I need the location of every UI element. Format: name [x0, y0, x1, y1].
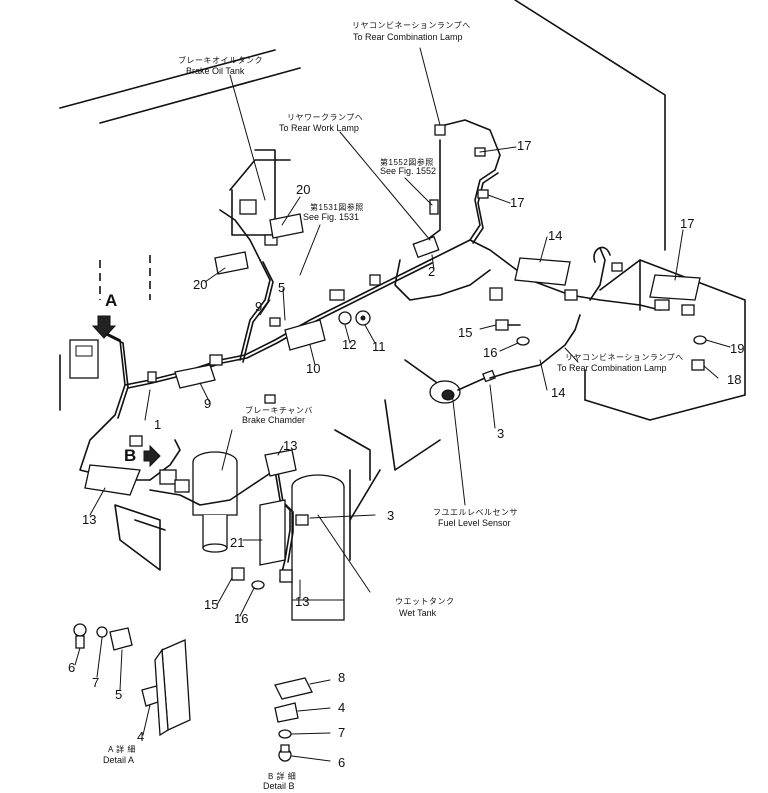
fuel-level-sensor-en: Fuel Level Sensor [438, 518, 511, 528]
callout-9: 9 [204, 396, 212, 411]
callout-12: 12 [342, 337, 357, 352]
callout-14: 14 [548, 228, 563, 243]
machine-body-outline [59, 0, 746, 571]
callout-5: 5 [278, 280, 286, 295]
detail-b-en: Detail B [263, 781, 295, 791]
wet-tank-jp: ウエットタンク [395, 597, 455, 606]
rear-combination-lamp-top-en: To Rear Combination Lamp [353, 32, 463, 42]
detail-a-en: Detail A [103, 755, 135, 765]
callout-2: 2 [428, 264, 436, 279]
callout-21: 21 [230, 535, 245, 550]
brake-oil-tank-jp: ブレーキオイルタンク [178, 56, 263, 65]
rear-combination-lamp-top-jp: リヤコンビネーションランプへ [352, 21, 471, 30]
callout-3: 3 [387, 508, 395, 523]
callout-16: 16 [483, 345, 498, 360]
callout-17: 17 [517, 138, 532, 153]
callout-15: 15 [458, 325, 473, 340]
callout-13: 13 [283, 438, 298, 453]
callout-17: 17 [510, 195, 525, 210]
callout-11: 11 [372, 339, 386, 354]
callout-8: 8 [338, 670, 346, 685]
view-arrows [91, 315, 161, 468]
rear-work-lamp-en: To Rear Work Lamp [279, 123, 359, 133]
brake-chamber-en: Brake Chamder [242, 415, 306, 425]
fuel-level-sensor-jp: フユエルレベルセンサ [433, 508, 518, 517]
brake-oil-tank-en: Brake Oil Tank [186, 66, 245, 76]
callout-9: 9 [255, 299, 263, 314]
callout-7: 7 [92, 675, 100, 690]
callout-16: 16 [234, 611, 249, 626]
rear-combination-lamp-right-jp: リヤコンビネーションランプへ [565, 353, 684, 362]
wet-tank-en: Wet Tank [399, 608, 437, 618]
callout-15: 15 [204, 597, 219, 612]
callout-19: 19 [730, 341, 745, 356]
callout-4: 4 [338, 700, 346, 715]
callout-6: 6 [68, 660, 76, 675]
leader-lines [74, 47, 731, 762]
rear-combination-lamp-right-en: To Rear Combination Lamp [557, 363, 667, 373]
hardware-bolts [73, 310, 707, 762]
callout-18: 18 [727, 372, 742, 387]
callout-13: 13 [295, 594, 310, 609]
brake-chamber-cylinder [192, 451, 238, 553]
callout-20: 20 [193, 277, 208, 292]
wiring-harness [79, 119, 661, 581]
callout-7: 7 [338, 725, 346, 740]
detail-a-jp: A 詳 細 [108, 745, 136, 754]
callout-4: 4 [137, 729, 145, 744]
see-fig-1552-jp: 第1552図参照 [380, 158, 434, 167]
see-fig-1552-en: See Fig. 1552 [380, 166, 437, 176]
view-b-label: B [124, 446, 137, 465]
see-fig-1531-en: See Fig. 1531 [303, 212, 360, 222]
see-fig-1531-jp: 第1531図参照 [310, 203, 364, 212]
callout-3: 3 [497, 426, 505, 441]
callout-13: 13 [82, 512, 97, 527]
callout-10: 10 [306, 361, 321, 376]
callout-6: 6 [338, 755, 346, 770]
callout-20: 20 [296, 182, 311, 197]
callout-17: 17 [680, 216, 695, 231]
callout-5: 5 [115, 687, 123, 702]
callout-14: 14 [551, 385, 566, 400]
view-a-label: A [105, 291, 118, 310]
callout-1: 1 [154, 417, 162, 432]
brake-chamber-jp: ブレーキチャンバ [245, 406, 313, 415]
detail-b-jp: B 詳 細 [268, 772, 297, 781]
rear-work-lamp-jp: リヤワークランプへ [287, 113, 364, 122]
fuel-level-sensor-part [429, 369, 496, 404]
harness-tags [84, 213, 701, 566]
